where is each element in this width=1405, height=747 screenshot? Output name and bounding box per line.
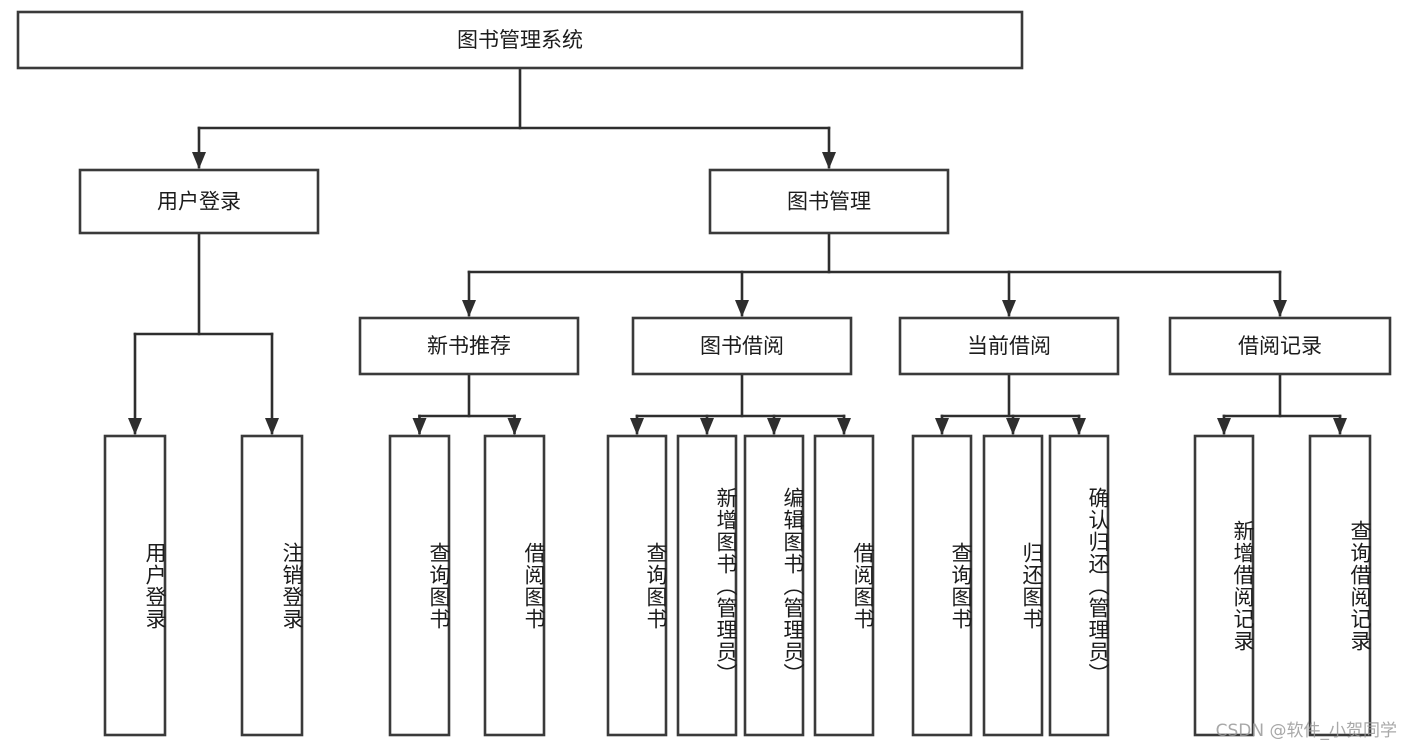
node-borrow-record-label: 借阅记录 [1238,334,1322,358]
arrow-head-icon [1006,418,1020,435]
arrow-head-icon [1072,418,1086,435]
arrow-head-icon [412,418,427,435]
node-book-borrow-label: 图书借阅 [700,334,784,358]
arrow-head-icon [630,418,644,435]
arrow-head-icon [1273,300,1287,317]
node-leaf-query-record[interactable] [1308,434,1372,737]
watermark-credit: CSDN @软件_小贺同学 [1215,721,1397,741]
node-leaf-query-book-3[interactable] [911,434,973,737]
node-user-login[interactable] [78,168,320,235]
arrow-head-icon [192,152,206,169]
arrow-head-icon [935,418,949,435]
node-leaf-user-logout[interactable] [240,434,304,737]
node-current-borrow[interactable] [898,316,1120,376]
arrow-head-icon [1217,418,1231,435]
arrow-head-icon [1002,300,1016,317]
node-leaf-query-book-2[interactable] [606,434,668,737]
node-leaf-confirm-return[interactable] [1048,434,1110,737]
arrow-head-icon [700,418,714,435]
node-leaf-user-login[interactable] [103,434,167,737]
node-leaf-edit-book[interactable] [743,434,805,737]
node-root-label: 图书管理系统 [457,28,583,52]
node-new-book-rec-label: 新书推荐 [427,334,511,358]
arrow-head-icon [767,418,781,435]
node-book-borrow[interactable] [631,316,853,376]
node-leaf-query-book-1[interactable] [388,434,451,737]
node-leaf-add-record[interactable] [1193,434,1255,737]
node-current-borrow-label: 当前借阅 [967,334,1051,358]
arrow-head-icon [128,418,142,435]
node-user-login-label: 用户登录 [157,190,241,214]
node-leaf-borrow-book-1[interactable] [483,434,546,737]
node-new-book-rec[interactable] [358,316,580,376]
arrow-head-icon [822,152,836,169]
arrow-head-icon [507,418,522,435]
node-book-manage-label: 图书管理 [787,190,871,214]
node-leaf-add-book[interactable] [676,434,738,737]
arrow-head-icon [1333,418,1347,435]
arrow-head-icon [735,300,749,317]
arrow-head-icon [265,418,279,435]
node-leaf-return-book[interactable] [982,434,1044,737]
connectors-layer [128,66,1347,435]
node-borrow-record[interactable] [1168,316,1392,376]
node-leaf-borrow-book-2[interactable] [813,434,875,737]
node-root[interactable] [16,10,1024,70]
arrow-head-icon [462,300,476,317]
node-book-manage[interactable] [708,168,950,235]
arrow-head-icon [837,418,851,435]
